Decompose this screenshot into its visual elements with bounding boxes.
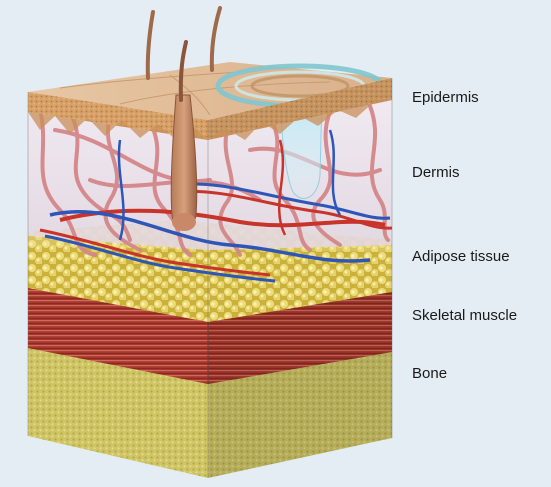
label-adipose-tissue: Adipose tissue <box>412 248 510 265</box>
label-skeletal-muscle: Skeletal muscle <box>412 307 517 324</box>
label-epidermis: Epidermis <box>412 89 479 106</box>
label-dermis: Dermis <box>412 164 460 181</box>
hair-shaft-left <box>148 12 153 78</box>
hair-shaft-right <box>212 8 220 70</box>
label-bone: Bone <box>412 365 447 382</box>
